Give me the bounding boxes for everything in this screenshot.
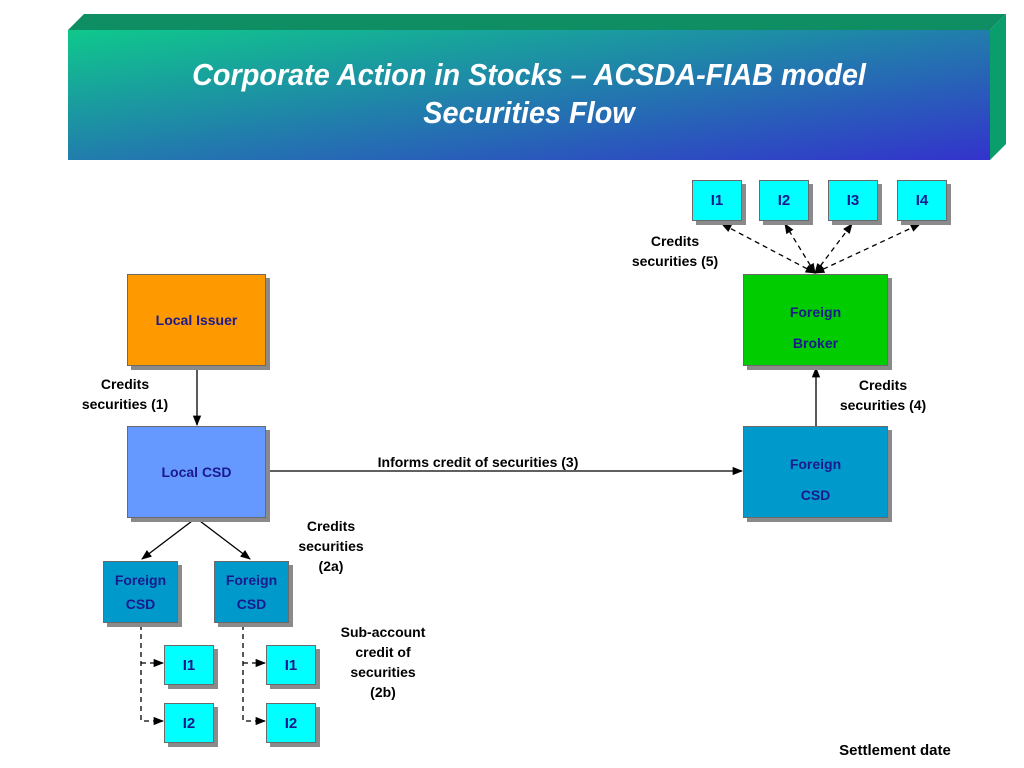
investor-top-i3-box: I3 (828, 180, 878, 221)
investor-a-i2-box: I2 (164, 703, 214, 743)
investor-a-i2-label: I2 (182, 714, 196, 732)
step-4-label: Credits securities (4) (818, 375, 948, 415)
step-1-label-line-2: securities (1) (81, 396, 169, 412)
arrow-broker-to-i4 (814, 223, 921, 274)
step-5-label: Credits securities (5) (610, 231, 740, 271)
step-2b-label-line-1: Sub-account (340, 624, 426, 640)
step-3-label: Informs credit of securities (3) (338, 452, 618, 472)
step-1-label-line-1: Credits (100, 376, 150, 392)
investor-b-i2-box: I2 (266, 703, 316, 743)
investor-b-i2-label: I2 (284, 714, 298, 732)
arrow-broker-to-i2 (784, 223, 816, 274)
step-2b-label: Sub-account credit of securities (2b) (323, 622, 443, 702)
local-issuer-box: Local Issuer (127, 274, 266, 366)
step-2b-label-line-2: credit of (355, 644, 411, 660)
banner-front-face (68, 30, 990, 160)
banner-side-face (990, 14, 1006, 160)
foreign-csd-a-label-line-1: Foreign (114, 572, 167, 588)
foreign-csd-box: Foreign CSD (743, 426, 888, 518)
investor-top-i1-box: I1 (692, 180, 742, 221)
arrow-csd-a-to-i2 (140, 625, 165, 726)
step-4-label-line-2: securities (4) (839, 397, 927, 413)
step-1-label: Credits securities (1) (60, 374, 190, 414)
investor-top-i4-label: I4 (915, 192, 929, 209)
step-2b-label-line-3: securities (350, 664, 416, 680)
investor-top-i2-box: I2 (759, 180, 809, 221)
foreign-csd-label-line-1: Foreign (789, 456, 842, 472)
title-banner: Corporate Action in Stocks – ACSDA-FIAB … (0, 0, 1024, 170)
title-banner-shape (68, 14, 1006, 160)
step-5-label-line-1: Credits (650, 233, 700, 249)
step-2a-label: Credits securities (2a) (281, 516, 381, 576)
investor-b-i1-box: I1 (266, 645, 316, 685)
foreign-csd-a-label-line-2: CSD (125, 596, 156, 612)
foreign-broker-label-line-2: Broker (792, 335, 839, 351)
settlement-date-label: Settlement date (800, 741, 990, 761)
local-csd-box: Local CSD (127, 426, 266, 518)
arrow-local-csd-to-foreign-csd-a (141, 517, 197, 560)
investor-a-i1-label: I1 (182, 656, 196, 674)
local-issuer-label: Local Issuer (155, 312, 238, 328)
step-5-label-line-2: securities (5) (631, 253, 719, 269)
investor-top-i1-label: I1 (710, 192, 724, 209)
step-2a-label-line-3: (2a) (318, 558, 344, 574)
arrow-broker-to-i3 (814, 223, 853, 274)
investor-top-i2-label: I2 (777, 192, 791, 209)
foreign-csd-b-label-line-1: Foreign (225, 572, 278, 588)
arrow-csd-b-to-i2 (242, 625, 267, 726)
slide-title-line-2: Securities Flow (423, 95, 635, 130)
investor-top-i3-label: I3 (846, 192, 860, 209)
step-4-label-line-1: Credits (858, 377, 908, 393)
arrow-local-csd-to-foreign-csd-b (195, 517, 251, 560)
step-3-label-text: Informs credit of securities (3) (377, 454, 579, 470)
foreign-broker-label-line-1: Foreign (789, 304, 842, 320)
foreign-broker-box: Foreign Broker (743, 274, 888, 366)
step-2b-label-line-4: (2b) (370, 684, 396, 700)
local-csd-label: Local CSD (161, 464, 232, 480)
foreign-csd-b-label-line-2: CSD (236, 596, 267, 612)
investor-top-i4-box: I4 (897, 180, 947, 221)
step-2a-label-line-2: securities (298, 538, 364, 554)
banner-top-face (68, 14, 1006, 30)
foreign-csd-b-box: Foreign CSD (214, 561, 289, 623)
step-2a-label-line-1: Credits (306, 518, 356, 534)
foreign-csd-label-line-2: CSD (800, 487, 831, 503)
settlement-date-text: Settlement date (839, 742, 951, 759)
slide-title-line-1: Corporate Action in Stocks – ACSDA-FIAB … (192, 57, 866, 92)
investor-a-i1-box: I1 (164, 645, 214, 685)
foreign-csd-a-box: Foreign CSD (103, 561, 178, 623)
investor-b-i1-label: I1 (284, 656, 298, 674)
